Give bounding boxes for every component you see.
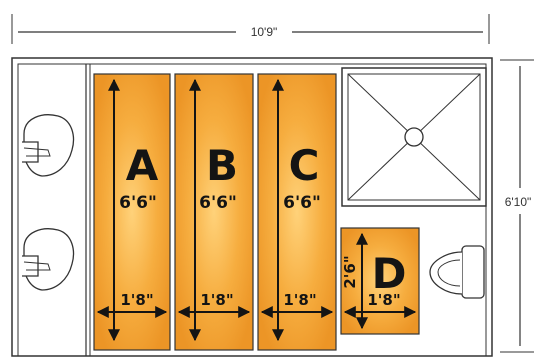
sink-icon [22, 228, 75, 291]
zone-b-width-label: 1'8" [200, 291, 233, 309]
overall-width-label: 10'9" [251, 25, 278, 39]
zone-c-length-label: 6'6" [283, 193, 321, 213]
zone-a-width-label: 1'8" [120, 291, 153, 309]
zone-d-width-label: 1'8" [367, 291, 400, 309]
heated-zone-a [93, 73, 171, 351]
zone-a-length-label: 6'6" [119, 193, 157, 213]
overall-width-dimension: 10'9" [11, 14, 490, 44]
zone-b-length-label: 6'6" [199, 193, 237, 213]
sink-icon [22, 114, 75, 177]
heated-zone-c [257, 73, 337, 351]
zone-d-length-label: 2'6" [341, 255, 359, 288]
overall-height-dimension: 6'10" [500, 59, 534, 353]
zone-d-label: D [372, 249, 407, 298]
zone-b-label: B [206, 141, 238, 190]
shower-drain-icon [341, 67, 487, 207]
toilet-icon [429, 245, 485, 299]
overall-height-label: 6'10" [505, 195, 532, 209]
zone-c-width-label: 1'8" [283, 291, 316, 309]
room-outline [11, 57, 493, 357]
zone-c-label: C [289, 141, 320, 190]
heated-zone-b [174, 73, 254, 351]
zone-a-label: A [126, 141, 159, 190]
